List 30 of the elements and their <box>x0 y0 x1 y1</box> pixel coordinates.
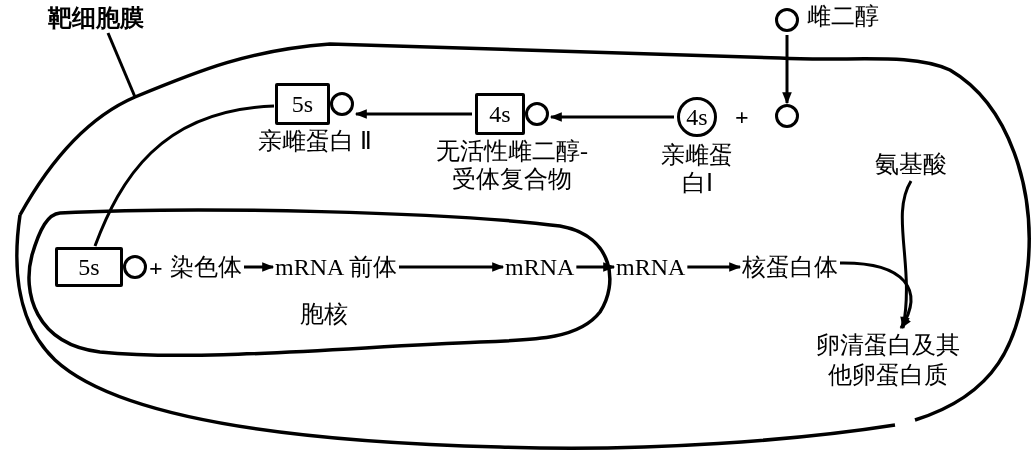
plus-sign: + <box>735 103 749 131</box>
protein-label: 亲雌蛋白 Ⅱ <box>257 127 373 155</box>
arrow <box>899 180 913 330</box>
molecule-label: mRNA <box>616 253 686 281</box>
arrow <box>839 261 913 330</box>
product-label: 卵清蛋白及其他卵蛋白质 <box>812 330 964 390</box>
molecule-label: mRNA <box>505 253 575 281</box>
region-label: 胞核 <box>300 300 348 328</box>
arrow <box>399 262 505 272</box>
organelle-label: 核蛋白体 <box>742 253 838 281</box>
receptor-circle: 4s <box>677 97 717 137</box>
arrow <box>549 112 674 122</box>
protein-label: 无活性雌二醇-受体复合物 <box>435 137 589 193</box>
protein-label: 亲雌蛋白Ⅰ <box>660 141 734 197</box>
plus-sign: + <box>149 254 163 282</box>
arrow <box>244 262 275 272</box>
receptor-box: 4s <box>475 93 525 135</box>
arrow <box>576 262 616 272</box>
membrane-label: 靶细胞膜 <box>48 4 144 32</box>
arrow <box>687 262 742 272</box>
receptor-box: 5s <box>275 83 330 125</box>
connector-line <box>93 104 275 247</box>
molecule-label: 染色体 <box>170 253 242 281</box>
arrow <box>354 109 472 119</box>
receptor-box: 5s <box>55 247 123 287</box>
protein-label: 雌二醇 <box>807 2 879 30</box>
arrow <box>782 35 792 105</box>
leader-line <box>106 32 137 98</box>
molecule-label: mRNA 前体 <box>275 253 397 281</box>
molecule-label: 氨基酸 <box>875 150 947 178</box>
